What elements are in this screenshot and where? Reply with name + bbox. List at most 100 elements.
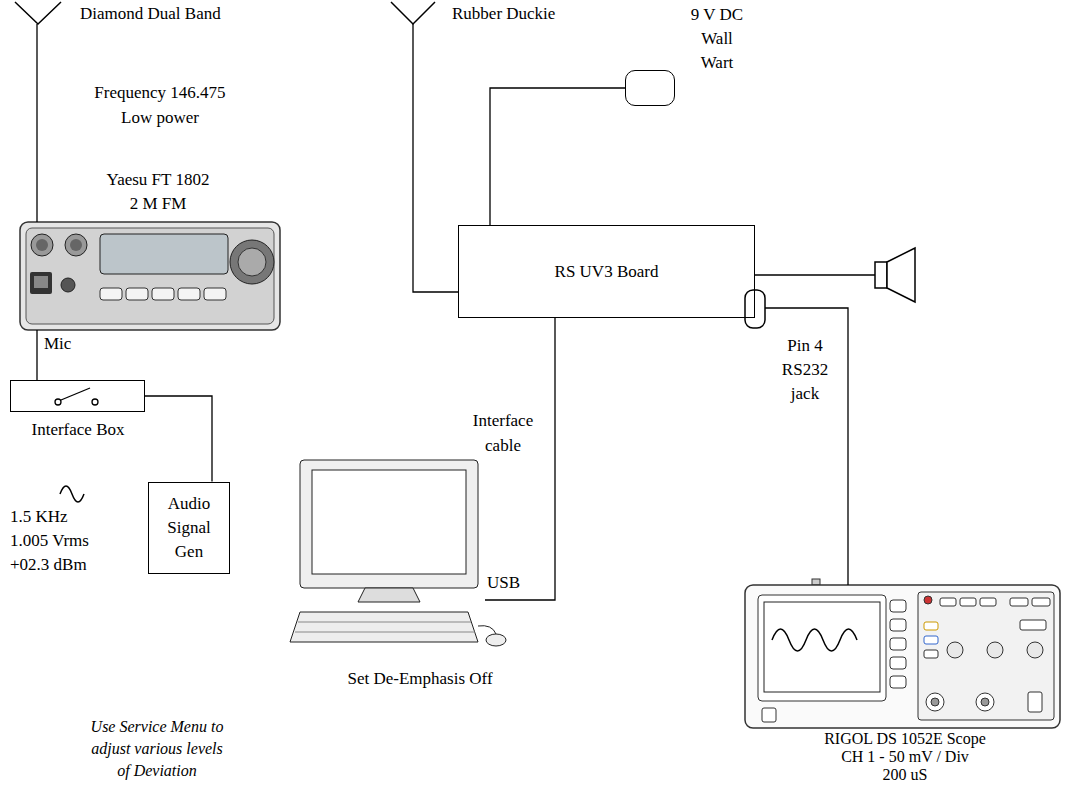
computer-figure [478,626,496,634]
board-box: RS UV3 Board [458,225,755,318]
antenna-symbol [391,2,435,24]
edge-label: Pin 4 RS232 jack [775,334,835,406]
label-holder: Use Service Menu to adjust various level… [90,716,224,782]
radio-figure [61,278,75,292]
oscilloscope-figure [1010,598,1028,606]
connector-line [485,318,555,600]
label-holder: USB [487,572,520,594]
oscilloscope-figure [924,622,938,630]
connector-line [36,24,37,222]
connector-line [145,396,212,482]
oscilloscope-figure [924,596,932,604]
radio-figure [26,228,274,324]
oscilloscope-figure [812,579,820,585]
antenna-symbol [15,2,435,24]
radio-figure [20,222,280,330]
label-holder: Frequency 146.475 Low power [90,80,230,130]
oscilloscope-figure [745,579,1060,728]
label-holder: RIGOL DS 1052E Scope [824,730,986,748]
wall-wart-box: 9 V DC Wall Wart [625,70,675,106]
label-holder: Diamond Dual Band [80,3,221,25]
oscilloscope-figure [940,598,956,606]
signal-label: 1.5 KHz [10,506,68,528]
node-label: CH 1 - 50 mV / Div [841,748,969,766]
node-label: Audio Signal Gen [159,492,219,564]
radio-figure [178,288,200,300]
node-label: Yaesu FT 1802 2 M FM [102,168,214,216]
radio-figure [126,288,148,300]
rs232-jack [745,290,765,328]
radio-figure [31,234,53,256]
label-holder: 200 uS [883,766,928,784]
edge-label: Interface cable [466,408,541,458]
connector-line [36,330,37,380]
label-holder: Rubber Duckie [452,3,555,25]
oscilloscope-figure [987,642,1003,658]
computer-figure [298,622,471,623]
oscilloscope-figure [890,638,906,650]
speaker-symbol [887,248,915,302]
label-holder: Interface cable [466,408,541,458]
label-holder: Mic [44,333,71,355]
computer-figure [358,588,420,602]
label-holder: Pin 4 RS232 jack [775,334,835,406]
rs232-jack [745,290,765,328]
switch-symbol [55,399,61,405]
node-label: Diamond Dual Band [80,3,221,25]
label-holder: +02.3 dBm [10,554,87,576]
oscilloscope-figure [981,698,989,706]
connector-line [413,24,458,292]
radio-figure [36,239,48,251]
switch-symbol [92,399,98,405]
signal-label: +02.3 dBm [10,554,87,576]
radio-figure [204,288,226,300]
node-label: 9 V DC Wall Wart [688,3,746,75]
node-label: RIGOL DS 1052E Scope [824,730,986,748]
radio-figure [65,234,87,256]
speaker-symbol [875,262,887,288]
oscilloscope-figure [890,657,906,669]
label-holder: 1.005 Vrms [10,530,89,552]
computer-figure [300,460,478,588]
signal-label: 1.005 Vrms [10,530,89,552]
oscilloscope-figure [1028,692,1042,712]
oscilloscope-figure [890,600,906,612]
oscilloscope-figure [772,629,857,651]
oscilloscope-figure [758,595,886,701]
signal-label: USB [487,572,520,594]
speaker-symbol [755,248,915,302]
oscilloscope-figure [1020,620,1046,630]
oscilloscope-figure [762,708,776,722]
oscilloscope-figure [931,698,939,706]
radio-figure [100,234,228,274]
computer-figure [486,634,506,646]
label-holder: CH 1 - 50 mV / Div [841,748,969,766]
speaker-symbol [755,274,875,276]
sine-symbol [60,486,84,502]
node-label: RS UV3 Board [555,261,659,283]
radio-figure [230,240,274,284]
oscilloscope-figure [764,602,880,692]
oscilloscope-figure [960,598,976,606]
oscilloscope-figure [1027,642,1043,658]
switch-symbol [55,388,98,405]
computer-figure [295,632,475,633]
radio-figure [30,272,52,294]
antenna-node: Diamond Dual Band [15,2,61,24]
radio-figure [70,239,82,251]
oscilloscope-figure [918,592,1054,720]
oscilloscope-figure [924,636,938,644]
oscilloscope-figure [926,693,944,711]
connector-line [490,88,625,225]
oscilloscope-figure [976,693,994,711]
note-text: Use Service Menu to adjust various level… [90,716,224,782]
oscilloscope-figure [890,676,906,688]
oscilloscope-figure [890,619,906,631]
label-holder: 1.5 KHz [10,506,68,528]
oscilloscope-figure [745,585,1060,728]
signal-generator-box: Audio Signal Gen [148,482,230,574]
radio-figure [34,276,48,288]
connector-line [755,308,848,585]
interface-box: Interface Box [10,380,145,412]
edge-label: Frequency 146.475 Low power [90,80,230,130]
